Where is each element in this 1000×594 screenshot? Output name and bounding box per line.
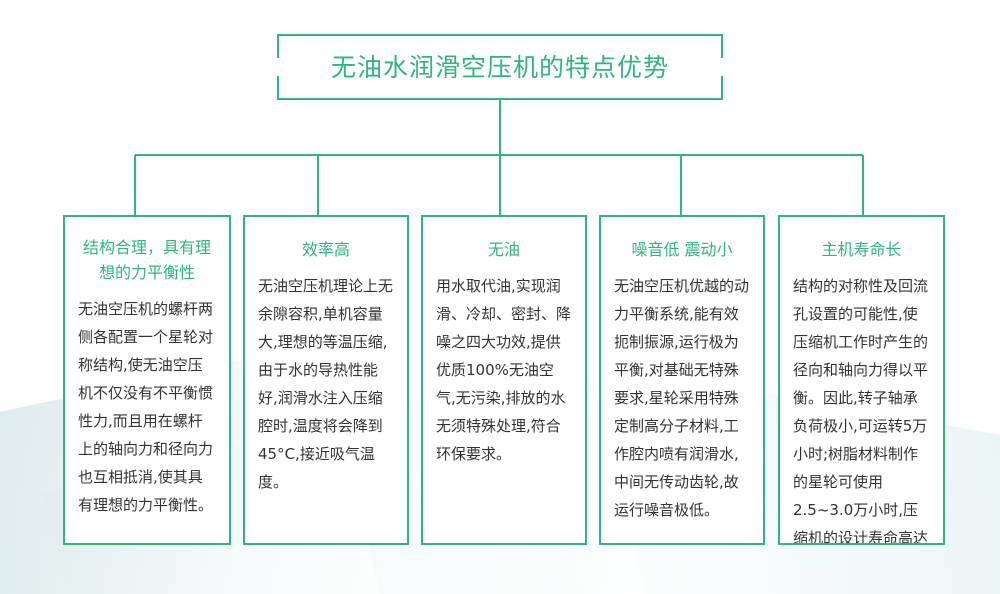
- root-border-top: [277, 34, 723, 36]
- feature-card-5-title: 主机寿命长: [821, 240, 902, 259]
- root-border-left-upper: [277, 34, 279, 58]
- root-border-right-upper: [721, 34, 723, 58]
- root-node: 无油水润滑空压机的特点优势: [277, 34, 723, 100]
- feature-card-2-body: 无油空压机理论上无余隙容积,单机容量大,理想的等温压缩,由于水的导热性能好,润滑…: [258, 277, 394, 491]
- feature-card-2-title: 效率高: [301, 240, 350, 259]
- feature-card-4: 噪音低 震动小 无油空压机优越的动力平衡系统,能有效扼制振源,运行极为平衡,对基…: [599, 215, 765, 545]
- feature-card-4-body: 无油空压机优越的动力平衡系统,能有效扼制振源,运行极为平衡,对基础无特殊要求,星…: [614, 277, 750, 519]
- root-border-right-lower: [721, 76, 723, 100]
- feature-card-5: 主机寿命长 结构的对称性及回流孔设置的可能性,使压缩机工作时产生的径向和轴向力得…: [778, 215, 945, 545]
- feature-card-5-body: 结构的对称性及回流孔设置的可能性,使压缩机工作时产生的径向和轴向力得以平衡。因此…: [793, 277, 929, 545]
- feature-card-4-title: 噪音低 震动小: [631, 240, 733, 259]
- feature-card-3: 无油 用水取代油,实现润滑、冷却、密封、降噪之四大功效,提供优质100%无油空气…: [421, 215, 587, 545]
- root-border-bottom: [277, 98, 723, 100]
- root-title: 无油水润滑空压机的特点优势: [330, 52, 669, 82]
- feature-card-2: 效率高 无油空压机理论上无余隙容积,单机容量大,理想的等温压缩,由于水的导热性能…: [243, 215, 409, 545]
- feature-card-3-title: 无油: [487, 240, 520, 259]
- feature-card-3-body: 用水取代油,实现润滑、冷却、密封、降噪之四大功效,提供优质100%无油空气,无污…: [436, 277, 572, 463]
- root-border-left-lower: [277, 76, 279, 100]
- feature-card-1: 结构合理，具有理想的力平衡性 无油空压机的螺杆两侧各配置一个星轮对称结构,使无油…: [63, 215, 231, 545]
- feature-card-1-title: 结构合理，具有理想的力平衡性: [82, 238, 211, 282]
- feature-card-1-body: 无油空压机的螺杆两侧各配置一个星轮对称结构,使无油空压机不仅没有不平衡惯性力,而…: [78, 300, 214, 514]
